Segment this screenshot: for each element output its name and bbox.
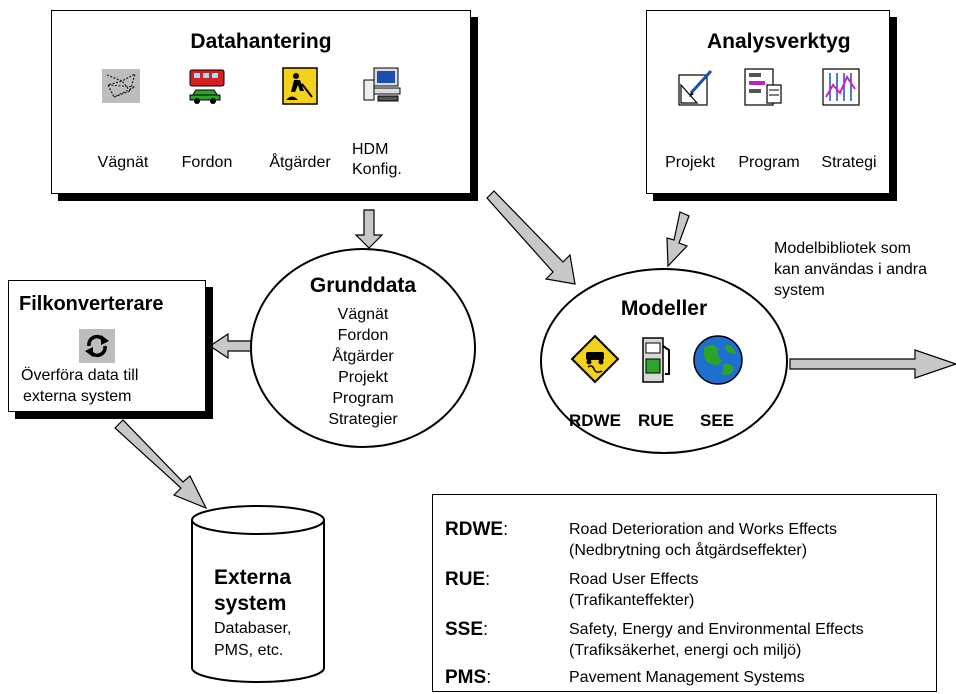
modeller-label-rue: RUE	[638, 411, 674, 430]
arrow-filkonverterare-to-externa	[114, 419, 208, 510]
grunddata-ellipse: Grunddata Vägnät Fordon Åtgärder Projekt…	[250, 248, 476, 448]
grunddata-item: Fordon	[337, 327, 389, 344]
legend-abbr-text: RDWE	[445, 519, 504, 540]
filkonverterare-title: Filkonverterare	[19, 293, 164, 315]
externa-line-2: PMS, etc.	[214, 642, 284, 659]
legend-desc: Safety, Energy and Environmental Effects…	[569, 619, 864, 661]
analysverktyg-box: Analysverktyg Projekt Progr	[646, 10, 890, 194]
grunddata-list: Vägnät Fordon Åtgärder Projekt Program S…	[252, 304, 474, 430]
project-icon	[677, 67, 715, 107]
label-program: Program	[738, 154, 800, 171]
filkonverterare-text-1: Överföra data till	[21, 367, 139, 384]
label-projekt: Projekt	[665, 154, 715, 171]
modeller-ellipse: Modeller RDWE RUE SEE	[540, 268, 788, 454]
externa-title-2: system	[214, 592, 287, 615]
modeller-label-see: SEE	[700, 411, 735, 430]
fuel-pump-icon	[640, 334, 674, 386]
legend-desc: Road Deterioration and Works Effects (Ne…	[569, 519, 837, 561]
computer-icon	[362, 66, 404, 106]
grunddata-item: Vägnät	[337, 306, 389, 323]
grunddata-title: Grunddata	[309, 274, 417, 297]
legend-desc-line2: (Trafikanteffekter)	[569, 592, 695, 609]
legend-desc-line2: (Trafiksäkerhet, energi och miljö)	[569, 642, 802, 659]
legend-abbr-text: RUE	[445, 569, 486, 590]
arrow-data-to-modeller	[486, 190, 576, 285]
modelbibliotek-note: Modelbibliotek som kan användas i andra …	[774, 238, 927, 301]
analysverktyg-title: Analysverktyg	[707, 30, 851, 53]
externa-system-cylinder: Externa system Databaser, PMS, etc.	[190, 504, 326, 684]
legend-colon: :	[485, 569, 491, 589]
note-line3: system	[774, 282, 825, 299]
label-strategi: Strategi	[821, 154, 877, 171]
datahantering-title: Datahantering	[190, 30, 332, 53]
legend-desc-line1: Pavement Management Systems	[569, 669, 805, 686]
legend-desc-line1: Safety, Energy and Environmental Effects	[569, 621, 864, 638]
externa-title-1: Externa	[214, 566, 292, 589]
grunddata-item: Strategier	[328, 411, 398, 428]
legend-desc-line2: (Nedbrytning och åtgärdseffekter)	[569, 542, 808, 559]
legend-abbr: RDWE:	[445, 519, 508, 541]
legend-desc: Pavement Management Systems	[569, 667, 805, 688]
refresh-icon	[79, 329, 115, 363]
filkonverterare-box: Filkonverterare Överföra data till exter…	[8, 280, 206, 412]
vehicles-icon	[186, 66, 228, 106]
legend-box: RDWE: Road Deterioration and Works Effec…	[432, 494, 937, 692]
datahantering-box: Datahantering	[51, 10, 471, 194]
legend-desc-line1: Road User Effects	[569, 571, 699, 588]
label-atgarder: Åtgärder	[269, 154, 331, 171]
warning-sign-icon	[570, 334, 620, 384]
label-fordon: Fordon	[181, 154, 233, 171]
network-icon	[102, 69, 140, 103]
arrow-modeller-out	[789, 349, 956, 379]
externa-line-1: Databaser,	[214, 620, 292, 637]
roadwork-icon	[282, 67, 318, 105]
grunddata-item: Åtgärder	[332, 348, 394, 365]
modeller-title: Modeller	[620, 297, 708, 320]
program-icon	[743, 67, 783, 107]
arrow-data-to-grunddata	[354, 209, 384, 249]
strategy-chart-icon	[821, 67, 861, 107]
legend-colon: :	[486, 667, 492, 687]
legend-colon: :	[503, 519, 509, 539]
legend-desc-line1: Road Deterioration and Works Effects	[569, 521, 837, 538]
label-vagnat: Vägnät	[97, 154, 149, 171]
label-konfig: Konfig.	[352, 161, 402, 178]
legend-abbr: SSE:	[445, 619, 488, 641]
note-line2: kan användas i andra	[774, 261, 927, 278]
legend-abbr: RUE:	[445, 569, 490, 591]
modeller-label-rdwe: RDWE	[569, 411, 621, 430]
globe-icon	[692, 334, 744, 386]
legend-colon: :	[483, 619, 489, 639]
legend-abbr-text: PMS	[445, 667, 487, 688]
note-line1: Modelbibliotek som	[774, 240, 911, 257]
legend-abbr-text: SSE	[445, 619, 484, 640]
arrow-analys-to-modeller	[666, 211, 690, 268]
legend-desc: Road User Effects (Trafikanteffekter)	[569, 569, 699, 611]
grunddata-item: Program	[332, 390, 394, 407]
label-hdm: HDM	[352, 141, 389, 158]
legend-abbr: PMS:	[445, 667, 491, 689]
grunddata-item: Projekt	[338, 369, 388, 386]
filkonverterare-text-2: externa system	[23, 388, 132, 405]
